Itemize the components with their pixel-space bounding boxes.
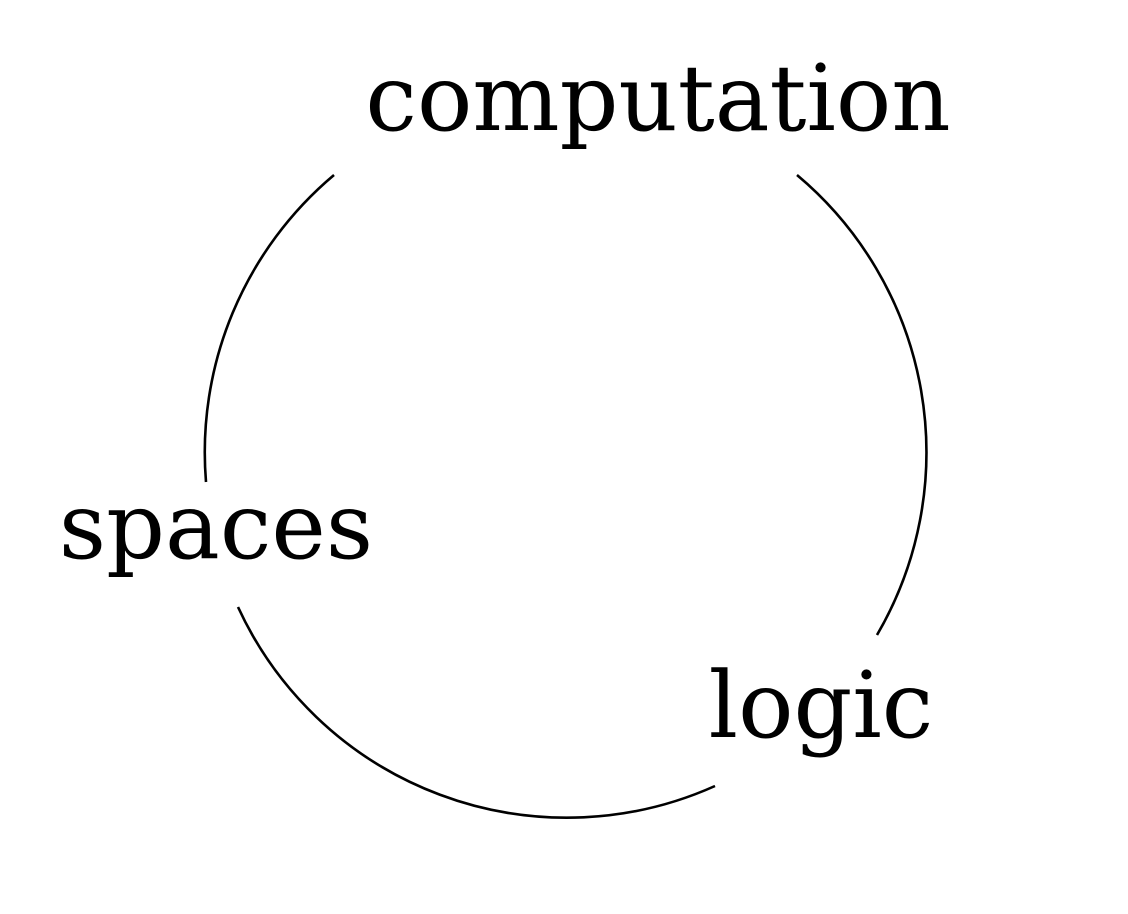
node-spaces-label: spaces <box>59 473 373 580</box>
cycle-arcs <box>203 174 928 819</box>
node-logic-label: logic <box>709 652 934 759</box>
arc-spaces-to-computation <box>203 174 335 483</box>
node-computation-label: computation <box>365 45 950 152</box>
arc-logic-to-spaces <box>236 606 716 819</box>
arc-computation-to-logic <box>796 174 928 636</box>
